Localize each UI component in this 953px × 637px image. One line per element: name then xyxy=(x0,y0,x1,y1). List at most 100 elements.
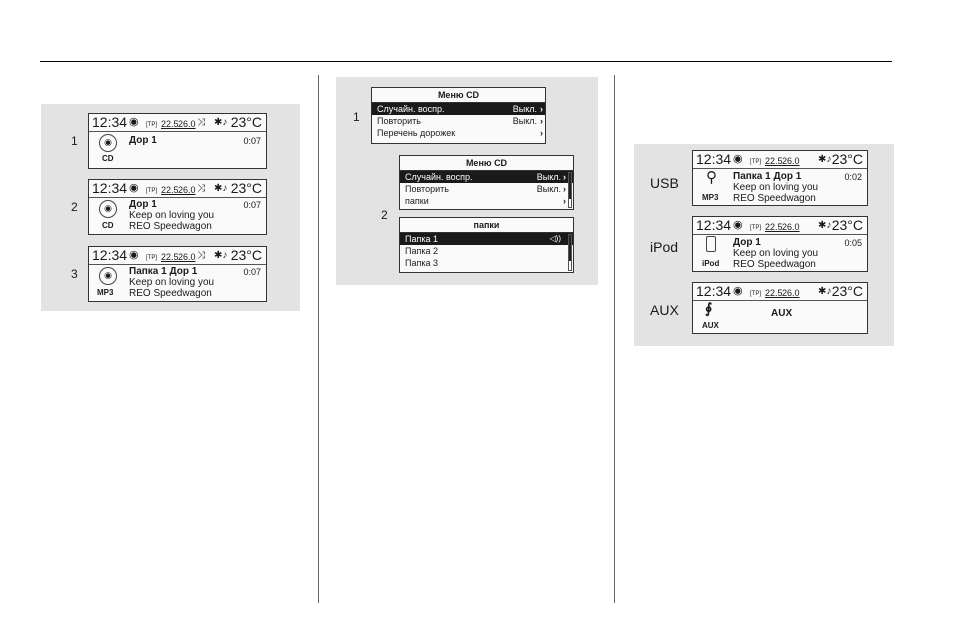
menu-item-label: Повторить xyxy=(377,116,421,126)
song-title: Keep on loving you xyxy=(129,210,215,221)
source-label: MP3 xyxy=(97,288,114,297)
song-title: Keep on loving you xyxy=(733,248,819,259)
folders-menu: папки Папка 1 ◁)) Папка 2 Папка 3 xyxy=(399,217,574,273)
temp-left: 22.5 xyxy=(765,156,783,166)
bluetooth-icon: ✱♪ xyxy=(214,250,228,261)
menu-item-repeat[interactable]: Повторить Выкл. › xyxy=(372,115,545,127)
temp-right: 26.0 xyxy=(782,288,800,298)
figure-panel-cd-menu: 1 Меню CD Случайн. воспр. Выкл. › Повтор… xyxy=(336,77,598,285)
elapsed-time: 0:05 xyxy=(844,238,862,248)
clock: 12:34 xyxy=(92,114,128,130)
menu-item-track-list[interactable]: Перечень дорожек › xyxy=(372,127,545,139)
chevron-right-icon: › xyxy=(563,172,566,182)
bluetooth-icon: ✱♪ xyxy=(214,183,228,194)
status-bar: 12:34 ◉ [TP] 22.5 26.0 ⤨ ✱♪ 23°C xyxy=(89,180,266,198)
song-title: Keep on loving you xyxy=(733,182,819,193)
track-title: Дор 1 xyxy=(733,237,761,248)
menu-item-shuffle[interactable]: Случайн. воспр. Выкл. › xyxy=(372,103,545,115)
bluetooth-icon: ✱♪ xyxy=(818,220,832,231)
menu-item-label: Случайн. воспр. xyxy=(377,104,445,114)
figure-number: 2 xyxy=(71,200,78,214)
column-divider-1 xyxy=(318,75,319,603)
outside-temperature: 23°C xyxy=(230,247,262,263)
menu-item-label: Случайн. воспр. xyxy=(405,172,473,182)
tp-indicator: [TP] xyxy=(750,225,762,231)
chevron-right-icon: › xyxy=(540,104,543,114)
menu-item-repeat[interactable]: Повторить Выкл. › xyxy=(400,183,573,195)
disc-icon: ◉ xyxy=(733,285,743,297)
menu-item-value: Выкл. xyxy=(536,172,561,182)
tp-indicator: [TP] xyxy=(750,291,762,297)
temp-left: 22.5 xyxy=(765,222,783,232)
header-rule xyxy=(40,61,892,62)
source-label: MP3 xyxy=(702,193,719,202)
ipod-icon xyxy=(706,236,716,252)
cd-menu: Меню CD Случайн. воспр. Выкл. › Повторит… xyxy=(399,155,574,210)
track-title: Папка 1 Дор 1 xyxy=(129,266,198,277)
menu-item-value: Выкл. xyxy=(512,116,537,126)
radio-display-ipod: 12:34 ◉ [TP] 22.5 26.0 ✱♪ 23°C iPod Дор … xyxy=(692,216,868,272)
disc-icon: ◉ xyxy=(129,116,139,128)
folder-item[interactable]: Папка 2 xyxy=(400,245,573,257)
source-label: AUX xyxy=(702,321,719,330)
figure-panel-external-sources: USB 12:34 ◉ [TP] 22.5 26.0 ✱♪ 23°C ⚲ MP3… xyxy=(634,144,894,346)
folder-label: Папка 1 xyxy=(405,234,438,244)
scrollbar[interactable] xyxy=(568,172,572,208)
menu-item-value: Выкл. xyxy=(536,184,561,194)
song-title: Keep on loving you xyxy=(129,277,215,288)
menu-item-shuffle[interactable]: Случайн. воспр. Выкл. › xyxy=(400,171,573,183)
figure-panel-cd: 1 12:34 ◉ [TP] 22.5 26.0 ⤨ ✱♪ 23°C ◉ CD … xyxy=(41,104,300,311)
track-title: Дор 1 xyxy=(129,199,157,210)
menu-item-folders[interactable]: папки › xyxy=(400,195,573,207)
folder-item[interactable]: Папка 1 ◁)) xyxy=(400,233,573,245)
status-bar: 12:34 ◉ [TP] 22.5 26.0 ⤨ ✱♪ 23°C xyxy=(89,247,266,265)
artist-name: REO Speedwagon xyxy=(733,193,816,204)
clock: 12:34 xyxy=(92,247,128,263)
bluetooth-icon: ✱♪ xyxy=(818,154,832,165)
tp-indicator: [TP] xyxy=(146,188,158,194)
artist-name: REO Speedwagon xyxy=(129,221,212,232)
scrollbar[interactable] xyxy=(568,234,572,271)
tp-indicator: [TP] xyxy=(146,255,158,261)
aux-plug-icon: ∮ xyxy=(705,300,713,316)
figure-number: 1 xyxy=(353,110,360,124)
figure-number: 1 xyxy=(71,134,78,148)
disc-icon: ◉ xyxy=(129,182,139,194)
temp-right: 26.0 xyxy=(178,252,196,262)
disc-icon: ◉ xyxy=(733,153,743,165)
menu-item-value: Выкл. xyxy=(512,104,537,114)
folder-item[interactable]: Папка 3 xyxy=(400,257,573,269)
temp-right: 26.0 xyxy=(782,156,800,166)
source-label: CD xyxy=(102,154,114,163)
shuffle-icon: ⤨ xyxy=(197,117,205,128)
radio-display-cd: 12:34 ◉ [TP] 22.5 26.0 ⤨ ✱♪ 23°C ◉ CD До… xyxy=(88,113,267,169)
cd-menu: Меню CD Случайн. воспр. Выкл. › Повторит… xyxy=(371,87,546,144)
clock: 12:34 xyxy=(696,217,732,233)
temp-right: 26.0 xyxy=(178,185,196,195)
elapsed-time: 0:07 xyxy=(243,136,261,146)
status-bar: 12:34 ◉ [TP] 22.5 26.0 ✱♪ 23°C xyxy=(693,217,867,235)
chevron-right-icon: › xyxy=(563,184,566,194)
scrollbar-thumb[interactable] xyxy=(569,173,571,199)
disc-icon: ◉ xyxy=(733,219,743,231)
bluetooth-icon: ✱♪ xyxy=(214,117,228,128)
radio-display-cd: 12:34 ◉ [TP] 22.5 26.0 ⤨ ✱♪ 23°C ◉ CD До… xyxy=(88,179,267,235)
usb-icon: ⚲ xyxy=(706,169,717,186)
folder-label: Папка 3 xyxy=(405,258,438,268)
clock: 12:34 xyxy=(92,180,128,196)
menu-item-label: Перечень дорожек xyxy=(377,128,456,138)
artist-name: REO Speedwagon xyxy=(733,259,816,270)
menu-title: папки xyxy=(400,218,573,233)
menu-title: Меню CD xyxy=(400,156,573,171)
cd-icon: ◉ xyxy=(99,134,117,152)
track-title: Дор 1 xyxy=(129,135,157,146)
radio-display-mp3: 12:34 ◉ [TP] 22.5 26.0 ⤨ ✱♪ 23°C ◉ MP3 П… xyxy=(88,246,267,302)
outside-temperature: 23°C xyxy=(831,283,863,299)
artist-name: REO Speedwagon xyxy=(129,288,212,299)
outside-temperature: 23°C xyxy=(831,151,863,167)
elapsed-time: 0:07 xyxy=(243,267,261,277)
temp-right: 26.0 xyxy=(782,222,800,232)
scrollbar-thumb[interactable] xyxy=(569,235,571,261)
status-bar: 12:34 ◉ [TP] 22.5 26.0 ⤨ ✱♪ 23°C xyxy=(89,114,266,132)
figure-number: 2 xyxy=(381,208,388,222)
